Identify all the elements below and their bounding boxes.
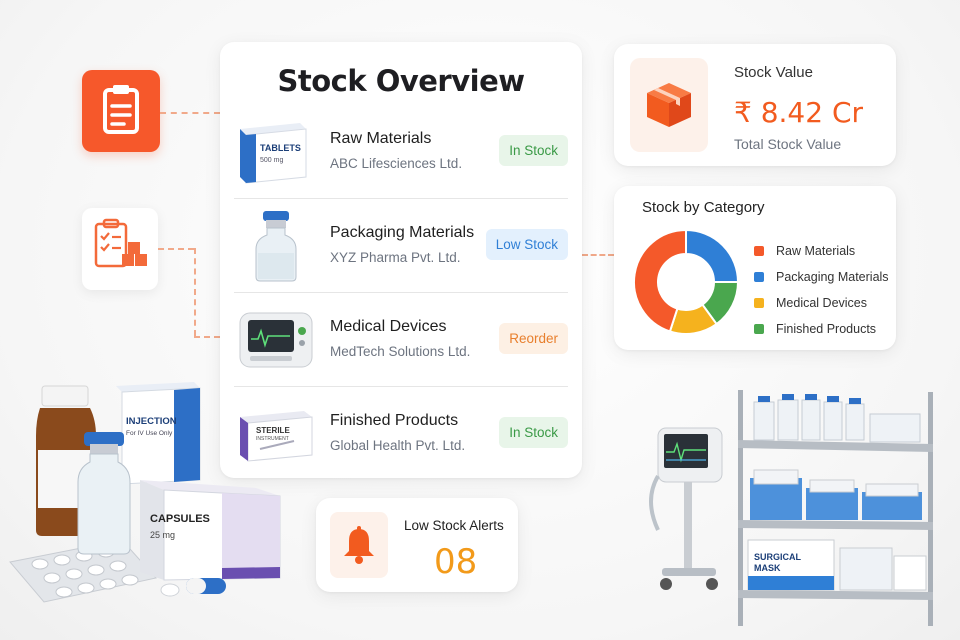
item-title: Raw Materials <box>330 129 432 147</box>
divider <box>234 198 568 199</box>
alerts-label: Low Stock Alerts <box>404 518 504 533</box>
stock-overview-card: Stock Overview TABLETS 500 mg Raw Materi… <box>220 42 582 478</box>
legend-swatch <box>754 324 764 334</box>
clipboard-icon-tile <box>82 70 160 152</box>
legend-label: Medical Devices <box>776 296 868 310</box>
legend-item: Packaging Materials <box>754 264 889 290</box>
sterile-instrument-box-image: STERILE INSTRUMENT <box>234 397 320 467</box>
item-title: Packaging Materials <box>330 223 475 241</box>
divider <box>234 386 568 387</box>
legend-swatch <box>754 272 764 282</box>
list-item-finished-products[interactable]: STERILE INSTRUMENT Finished Products Glo… <box>234 386 568 478</box>
list-item-packaging-materials[interactable]: Packaging Materials XYZ Pharma Pvt. Ltd.… <box>234 198 568 290</box>
connector-line <box>582 254 614 256</box>
item-supplier: Global Health Pvt. Ltd. <box>330 437 466 453</box>
capsules-label: CAPSULES <box>150 513 210 525</box>
injection-sublabel: For IV Use Only <box>126 430 173 437</box>
bell-icon <box>344 526 374 564</box>
surgical-mask-label: SURGICAL MASK <box>754 552 801 573</box>
stock-by-category-card: Stock by Category Raw Materials Packagin… <box>614 186 896 350</box>
bell-icon-tile <box>330 512 388 578</box>
connector-line <box>160 112 220 114</box>
stock-value-subtitle: Total Stock Value <box>734 136 842 152</box>
category-legend: Raw Materials Packaging Materials Medica… <box>754 238 889 342</box>
injection-label: INJECTION <box>126 416 177 427</box>
low-stock-alerts-card[interactable]: Low Stock Alerts 08 <box>316 498 518 592</box>
box-icon <box>647 83 691 127</box>
legend-label: Finished Products <box>776 322 877 336</box>
status-badge: In Stock <box>499 416 568 448</box>
stock-value-label: Stock Value <box>734 64 813 81</box>
item-supplier: ABC Lifesciences Ltd. <box>330 155 463 171</box>
capsules-sublabel: 25 mg <box>150 530 176 540</box>
item-title: Medical Devices <box>330 317 447 335</box>
list-item-medical-devices[interactable]: Medical Devices MedTech Solutions Ltd. R… <box>234 292 568 384</box>
sterile-sublabel: INSTRUMENT <box>256 436 289 442</box>
checklist-boxes-icon-tile <box>82 208 158 290</box>
stock-value-card: Stock Value ₹ 8.42 Cr Total Stock Value <box>614 44 896 166</box>
legend-item: Raw Materials <box>754 238 889 264</box>
checklist-boxes-icon <box>94 218 147 268</box>
legend-swatch <box>754 246 764 256</box>
page-title: Stock Overview <box>277 64 525 98</box>
item-supplier: XYZ Pharma Pvt. Ltd. <box>330 249 461 265</box>
alerts-count: 08 <box>434 542 478 582</box>
category-title: Stock by Category <box>642 199 765 216</box>
status-badge: Low Stock <box>485 228 568 260</box>
connector-line <box>194 336 220 338</box>
medical-monitor-image <box>234 303 320 373</box>
connector-line <box>194 248 196 336</box>
divider <box>234 292 568 293</box>
pharmacy-products-illustration: INJECTION For IV Use Only CAPSULES 25 mg <box>0 380 300 640</box>
item-supplier: MedTech Solutions Ltd. <box>330 343 471 359</box>
vial-image <box>234 209 320 282</box>
tablets-box-image: TABLETS 500 mg <box>234 115 320 185</box>
item-title: Finished Products <box>330 411 459 429</box>
list-item-raw-materials[interactable]: TABLETS 500 mg Raw Materials ABC Lifesci… <box>234 104 568 196</box>
legend-label: Raw Materials <box>776 244 856 258</box>
category-donut-chart <box>633 228 740 335</box>
stock-value-amount: ₹ 8.42 Cr <box>734 96 864 129</box>
legend-label: Packaging Materials <box>776 270 889 284</box>
clipboard-icon <box>103 85 139 134</box>
sterile-label: STERILE <box>256 426 290 435</box>
medical-equipment-illustration: SURGICAL MASK <box>636 380 952 636</box>
box-icon-tile <box>630 58 708 152</box>
tablets-sublabel: 500 mg <box>260 157 284 164</box>
tablets-label: TABLETS <box>260 143 301 153</box>
donut-slice-packaging-materials <box>685 228 740 283</box>
legend-item: Finished Products <box>754 316 889 342</box>
legend-swatch <box>754 298 764 308</box>
connector-line <box>158 248 194 250</box>
donut-slice-raw-materials <box>633 228 687 333</box>
legend-item: Medical Devices <box>754 290 889 316</box>
status-badge: Reorder <box>499 322 568 354</box>
status-badge: In Stock <box>499 134 568 166</box>
